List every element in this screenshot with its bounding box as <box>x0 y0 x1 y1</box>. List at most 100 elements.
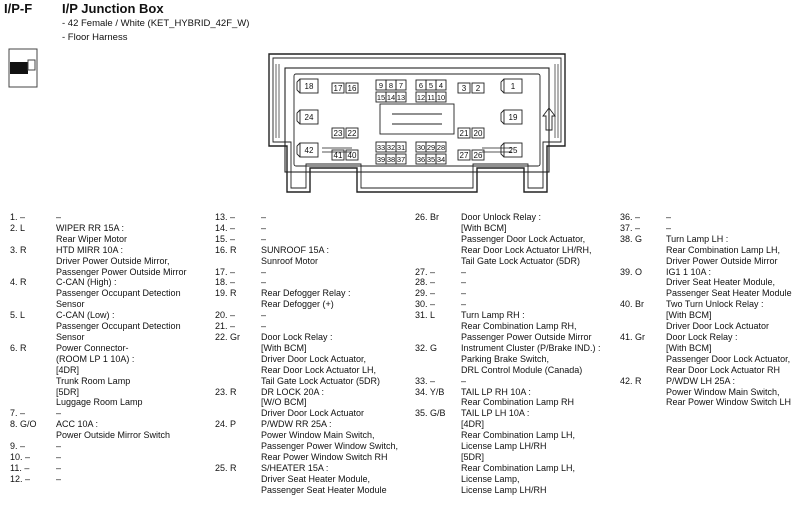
pin-description: Instrument Cluster (P/Brake IND.) :Parki… <box>461 343 621 376</box>
terminal-cavity <box>395 79 407 91</box>
pin-description-line: [With BCM] <box>666 342 712 353</box>
terminal-label: 3 <box>462 84 467 93</box>
pin-number: 21. – <box>215 321 236 332</box>
pin-description-line: Sensor <box>56 331 85 342</box>
pin-description-line: – <box>461 299 467 310</box>
pin-number: 36. – <box>620 212 641 222</box>
pin-description: ACC 10A :Power Outside Mirror Switch <box>56 419 216 441</box>
pin-description-line: Turn Lamp RH : <box>461 310 525 321</box>
terminal-label: 25 <box>509 146 518 155</box>
pin-description: – <box>461 267 621 278</box>
pin-number: 5. L <box>10 310 26 321</box>
terminal-label: 8 <box>389 81 393 90</box>
pin-description: – <box>261 212 421 223</box>
pin-description-line: – <box>461 277 467 288</box>
pin-description-line: TAIL LP LH 10A : <box>461 408 530 419</box>
connector-spec: - 42 Female / White (KET_HYBRID_42F_W) <box>62 18 250 29</box>
pin-description: – <box>666 223 796 234</box>
pin-description: – <box>461 299 621 310</box>
pin-description: – <box>461 376 621 387</box>
pin-description-line: Rear Door Lock Actuator LH/RH, <box>461 244 592 255</box>
pin-description-line: Rear Power Window Switch RH <box>261 451 388 462</box>
pin-number: 18. – <box>215 277 236 288</box>
pin-description-line: [4DR] <box>461 419 485 430</box>
terminal-cavity <box>471 82 485 94</box>
terminal-cavity <box>457 127 471 139</box>
pin-entry: 14. –– <box>215 223 421 234</box>
pin-description: Door Unlock Relay :[With BCM]Passenger D… <box>461 212 621 267</box>
pin-entry: 17. –– <box>215 267 421 278</box>
terminal-label: 12 <box>417 93 425 102</box>
cavity-latch <box>500 142 505 158</box>
pin-description: – <box>56 463 216 474</box>
pin-description: SUNROOF 15A :Sunroof Motor <box>261 245 421 267</box>
pin-description-line: [W/O BCM] <box>261 397 307 408</box>
pin-description: – <box>56 441 216 452</box>
pin-description-line: [With BCM] <box>461 222 507 233</box>
terminal-label: 40 <box>348 151 357 160</box>
terminal-cavity <box>345 82 359 94</box>
pin-description-line: TAIL LP RH 10A : <box>461 386 531 397</box>
pin-number: 41. Gr <box>620 331 646 342</box>
pin-entry: 1. –– <box>10 212 216 223</box>
pin-description-line: Two Turn Unlock Relay : <box>666 299 764 310</box>
pin-description-line: Rear Door Lock Actuator RH <box>666 364 781 375</box>
cavity-latch <box>296 78 301 94</box>
pin-number: 13. – <box>215 212 236 222</box>
pin-description-line: Rear Combination Lamp LH, <box>461 462 576 473</box>
terminal-cavity <box>503 142 523 158</box>
terminal-label: 21 <box>460 129 469 138</box>
pin-description-line: HTD MIRR 10A : <box>56 244 124 255</box>
pin-description-line: [With BCM] <box>666 310 712 321</box>
pin-number: 12. – <box>10 473 31 484</box>
pin-description-line: – <box>261 222 267 233</box>
pin-description-line: – <box>56 473 62 484</box>
cavity-latch <box>500 109 505 125</box>
pin-description: – <box>56 452 216 463</box>
pin-entry: 28. –– <box>415 277 621 288</box>
pin-description-line: License Lamp, <box>461 473 520 484</box>
pin-number: 34. Y/B <box>415 386 445 397</box>
terminal-cavity <box>299 109 319 125</box>
terminal-cavity <box>503 78 523 94</box>
pin-description: – <box>261 321 421 332</box>
pin-description: – <box>461 288 621 299</box>
terminal-cavity <box>331 82 345 94</box>
pin-description-line: Passenger Power Outside Mirror <box>56 266 187 277</box>
pin-description-line: C-CAN (High) : <box>56 277 117 288</box>
pin-description-line: Rear Door Lock Actuator LH, <box>261 364 377 375</box>
pin-number: 35. G/B <box>415 408 446 419</box>
pin-entry: 16. R SUNROOF 15A :Sunroof Motor <box>215 245 421 267</box>
pin-number: 16. R <box>215 244 237 255</box>
pin-description-line: Driver Door Lock Actuator, <box>261 353 367 364</box>
cavity-latch <box>500 78 505 94</box>
pin-description-line: Rear Power Window Switch LH <box>666 397 792 408</box>
terminal-label: 2 <box>476 84 481 93</box>
pin-description: P/WDW LH 25A :Power Window Main Switch,R… <box>666 376 796 409</box>
terminal-cavity <box>299 78 319 94</box>
pin-description-line: – <box>666 222 672 233</box>
pin-description-line: – <box>666 212 672 222</box>
terminal-cavity <box>457 149 471 161</box>
pin-description-line: – <box>261 212 267 222</box>
terminal-label: 39 <box>377 155 385 164</box>
pin-entry: 13. – – <box>215 212 421 223</box>
terminal-label: 23 <box>334 129 343 138</box>
pin-description-line: C-CAN (Low) : <box>56 310 115 321</box>
pin-description: Power Connector-(ROOM LP 1 10A) :[4DR]Tr… <box>56 343 216 408</box>
pin-description: IG1 1 10A :Driver Seat Heater Module,Pas… <box>666 267 796 300</box>
terminal-cavity <box>395 153 407 165</box>
pin-description-line: Door Lock Relay : <box>666 331 738 342</box>
pin-description-line: Rear Combination Lamp RH, <box>461 321 577 332</box>
pin-description-line: – <box>461 288 467 299</box>
terminal-label: 42 <box>305 146 314 155</box>
